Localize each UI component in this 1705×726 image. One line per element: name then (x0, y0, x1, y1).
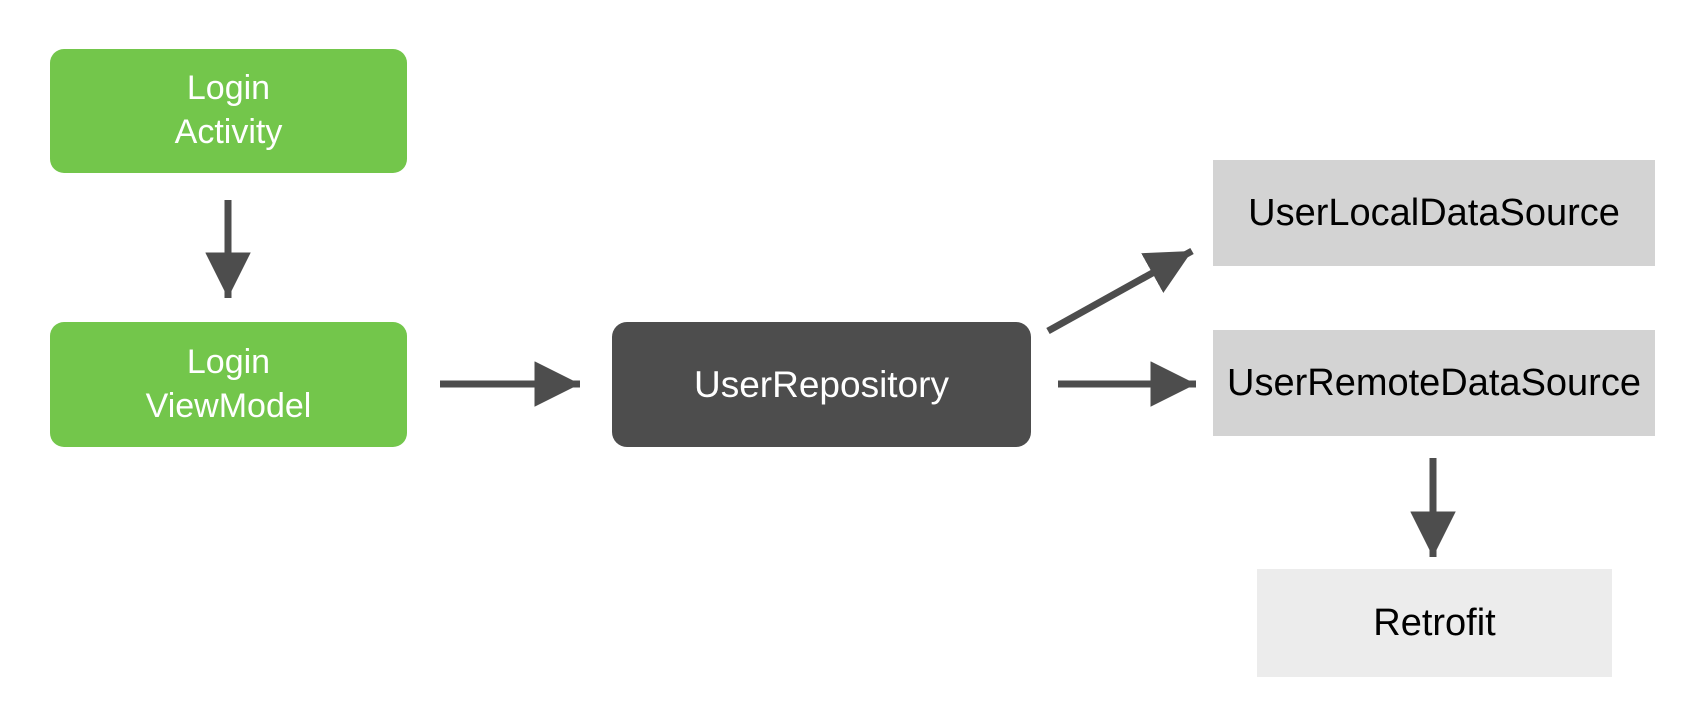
node-label: UserLocalDataSource (1248, 191, 1620, 234)
node-login-activity: Login Activity (50, 49, 407, 173)
node-label: UserRemoteDataSource (1227, 361, 1641, 404)
node-user-local-data-source: UserLocalDataSource (1213, 160, 1655, 266)
arrow-user-repository-to-user-local-data-source (1046, 247, 1194, 335)
node-label: Login (186, 69, 271, 108)
node-user-remote-data-source: UserRemoteDataSource (1213, 330, 1655, 436)
node-label: UserRepository (694, 363, 949, 405)
node-label: Retrofit (1373, 601, 1496, 644)
node-label: ViewModel (145, 386, 312, 425)
node-user-repository: UserRepository (612, 322, 1031, 447)
node-label: Login (186, 342, 271, 381)
node-retrofit: Retrofit (1257, 569, 1612, 677)
node-login-viewmodel: Login ViewModel (50, 322, 407, 447)
node-label: Activity (174, 113, 283, 151)
